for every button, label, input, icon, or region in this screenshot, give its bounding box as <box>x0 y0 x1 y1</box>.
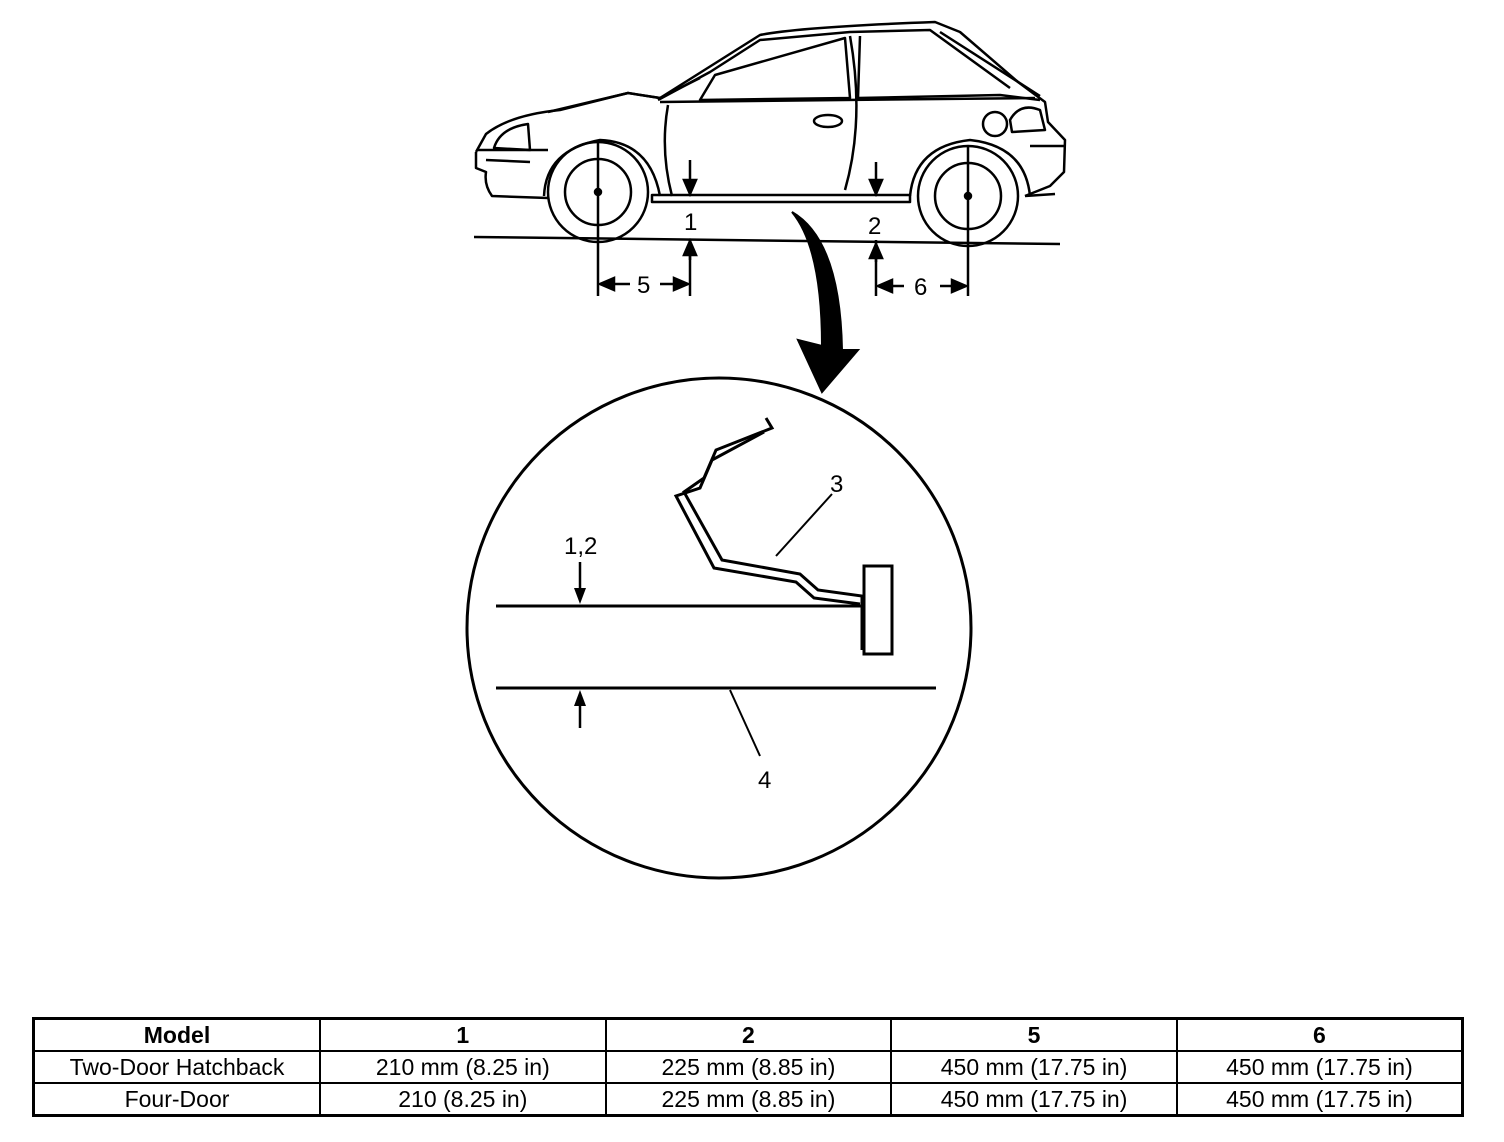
dimension-arrows-vertical <box>682 160 884 262</box>
cell-dim-6: 450 mm (17.75 in) <box>1175 1050 1464 1084</box>
callout-2: 2 <box>868 213 881 240</box>
table-row: Four-Door 210 (8.25 in) 225 mm (8.85 in)… <box>32 1082 1464 1117</box>
vehicle-ride-height-diagram: 1 2 5 6 3 1,2 4 <box>465 20 1067 880</box>
header-5: 5 <box>890 1017 1178 1052</box>
callout-5: 5 <box>637 272 650 299</box>
cell-dim-5: 450 mm (17.75 in) <box>890 1082 1178 1117</box>
header-6: 6 <box>1175 1017 1464 1052</box>
cell-dim-6: 450 mm (17.75 in) <box>1175 1082 1464 1117</box>
callout-1-2: 1,2 <box>564 533 597 560</box>
cell-dim-1: 210 mm (8.25 in) <box>319 1050 607 1084</box>
header-2: 2 <box>604 1017 893 1052</box>
cell-dim-5: 450 mm (17.75 in) <box>890 1050 1178 1084</box>
callout-4: 4 <box>758 767 771 794</box>
table-header-row: Model 1 2 5 6 <box>32 1017 1464 1052</box>
callout-6: 6 <box>914 274 927 301</box>
cell-model: Four-Door <box>32 1082 321 1117</box>
cell-dim-2: 225 mm (8.85 in) <box>604 1050 893 1084</box>
detail-view <box>465 376 973 880</box>
callout-1: 1 <box>684 209 697 236</box>
wheel-centerlines <box>596 142 970 296</box>
ride-height-spec-table: Model 1 2 5 6 Two-Door Hatchback 210 mm … <box>32 1017 1464 1117</box>
car-side-view <box>473 20 1067 246</box>
detail-pointer-arrow <box>791 211 861 394</box>
cell-dim-2: 225 mm (8.85 in) <box>604 1082 893 1117</box>
table-row: Two-Door Hatchback 210 mm (8.25 in) 225 … <box>32 1050 1464 1084</box>
dimension-arrows-horizontal <box>596 276 970 294</box>
header-model: Model <box>32 1017 321 1052</box>
callout-3: 3 <box>830 471 843 498</box>
cell-dim-1: 210 (8.25 in) <box>319 1082 607 1117</box>
cell-model: Two-Door Hatchback <box>32 1050 321 1084</box>
header-1: 1 <box>319 1017 607 1052</box>
